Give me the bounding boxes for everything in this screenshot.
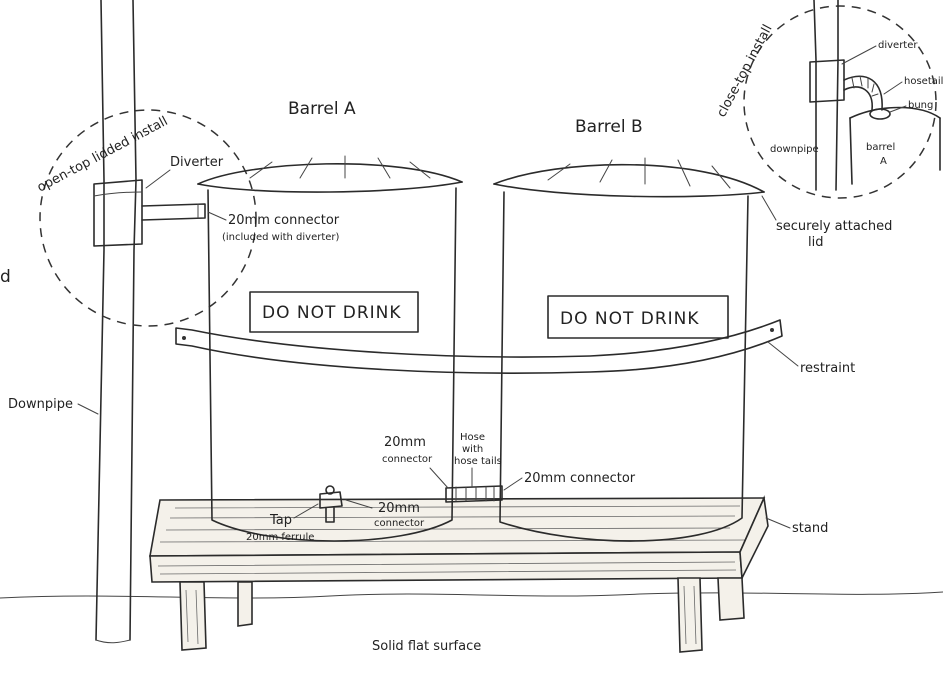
downpipe-label: Downpipe	[8, 397, 73, 412]
sign-a-text: DO NOT DRINK	[262, 303, 402, 323]
sign-b-text: DO NOT DRINK	[560, 309, 700, 329]
sign-b: DO NOT DRINK	[547, 295, 729, 339]
downpipe	[95, 0, 137, 644]
hose-label-2: with	[462, 444, 483, 455]
connector-included-label-2: (included with diverter)	[222, 232, 340, 243]
inset-diverter-label: diverter	[878, 40, 918, 51]
barrel-b	[493, 157, 765, 542]
restraint-strap	[175, 319, 783, 374]
connector-left-label-1: 20mm	[384, 435, 426, 450]
inset-downpipe-label: downpipe	[770, 144, 819, 155]
inset-barrel-label-1: barrel	[866, 142, 895, 153]
sign-a: DO NOT DRINK	[249, 291, 419, 333]
open-top-install-circle	[39, 109, 257, 327]
close-top-install-circle	[743, 5, 937, 199]
barrel-b-title: Barrel B	[575, 117, 643, 137]
stand	[149, 495, 769, 653]
tap-connector-label-1: 20mm	[378, 501, 420, 516]
hose	[445, 485, 503, 503]
hose-label-3: hose tails	[454, 456, 502, 467]
tap-label: Tap	[269, 513, 292, 528]
lid-label-1: securely attached	[776, 219, 892, 234]
lid-label-2: lid	[808, 235, 823, 250]
hose-label-1: Hose	[460, 432, 485, 443]
barrel-a-title: Barrel A	[288, 99, 356, 119]
ground-line	[0, 591, 943, 599]
close-top-label: close-top install	[714, 22, 775, 120]
tap-ferrule-label: 20mm ferrule	[246, 532, 314, 543]
restraint-label: restraint	[800, 361, 855, 376]
inset-barrel-label-2: A	[880, 156, 887, 167]
edge-letter: d	[0, 267, 11, 287]
tap-connector-label-2: connector	[374, 518, 425, 529]
connector-right-label: 20mm connector	[524, 471, 636, 486]
inset-hosetail-label: hosetail	[904, 76, 943, 87]
diverter	[93, 179, 206, 247]
surface-label: Solid flat surface	[372, 639, 481, 654]
diverter-label: Diverter	[170, 155, 224, 170]
stand-label: stand	[792, 521, 828, 536]
barrel-a	[197, 155, 463, 542]
connector-included-label-1: 20mm connector	[228, 213, 340, 228]
inset-bung-label: bung	[908, 100, 933, 111]
connector-left-label-2: connector	[382, 454, 433, 465]
close-top-inset: close-top install diverter hosetail bung…	[714, 0, 943, 199]
